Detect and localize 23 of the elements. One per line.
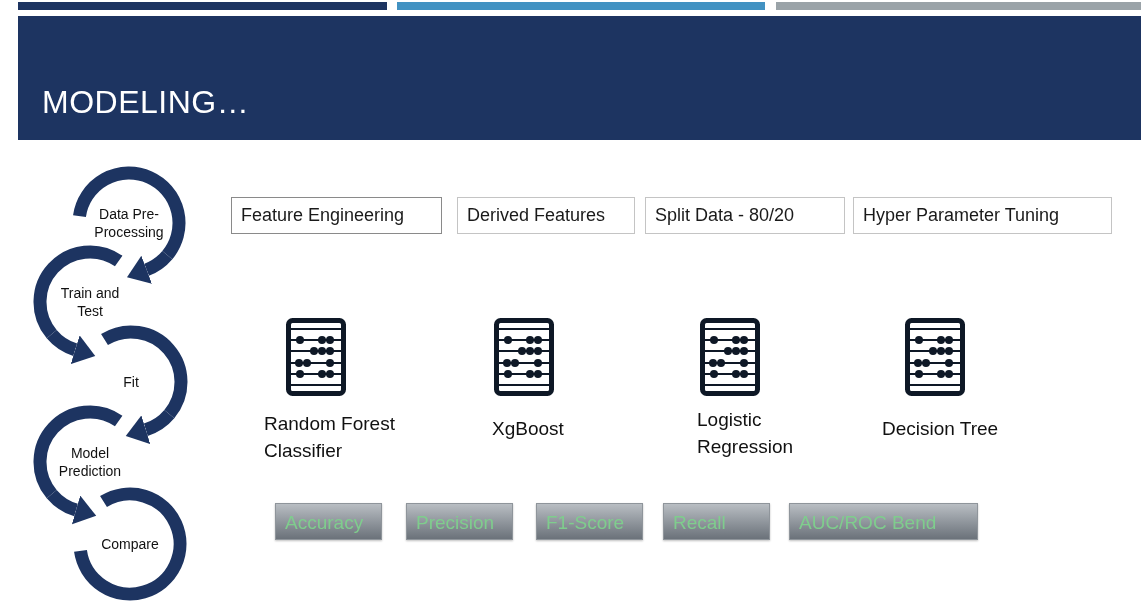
metric-tile: F1-Score [536, 503, 643, 540]
model-name: Random Forest Classifier [264, 412, 396, 463]
step-label: Fit [122, 373, 140, 391]
curved-arrow [46, 489, 96, 525]
metric-tile: Recall [663, 503, 770, 540]
model-name: XgBoost [492, 417, 565, 441]
curved-arrow [46, 329, 95, 364]
model-name: Decision Tree [882, 417, 1000, 441]
model-name: Logistic Regression [697, 408, 795, 459]
curved-arrow [126, 409, 175, 444]
step-label: Train and Test [59, 284, 121, 320]
step-label: Data Pre-Processing [93, 205, 165, 241]
curved-arrow [127, 250, 172, 284]
process-step-box: Hyper Parameter Tuning [853, 197, 1112, 234]
metric-tile: Accuracy [275, 503, 382, 540]
process-step-box: Feature Engineering [231, 197, 442, 234]
process-step-box: Split Data - 80/20 [645, 197, 845, 234]
metric-tile: AUC/ROC Bend [789, 503, 978, 540]
slide-title: MODELING… [42, 86, 250, 118]
process-step-box: Derived Features [457, 197, 635, 234]
metric-tile: Precision [406, 503, 513, 540]
step-label: Model Prediction [57, 444, 123, 480]
step-label: Compare [100, 535, 160, 553]
